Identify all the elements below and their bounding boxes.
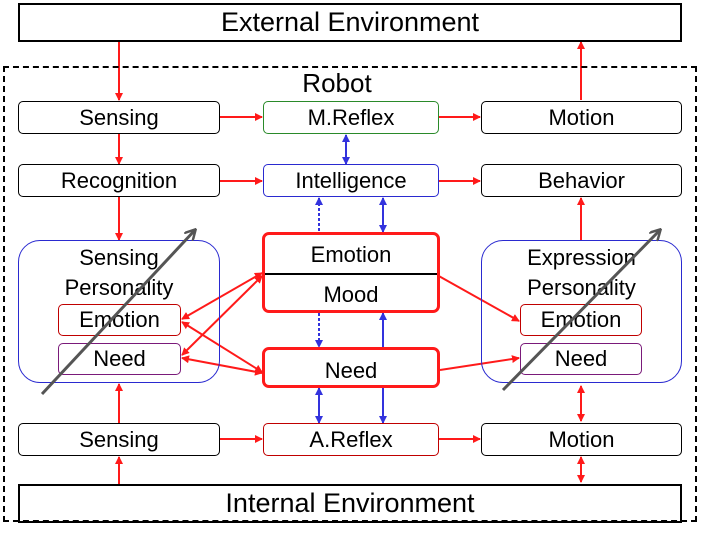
expression-personality-line1: Expression bbox=[527, 245, 636, 270]
behavior-box: Behavior bbox=[481, 164, 682, 197]
emotion-mood-box: Emotion Mood bbox=[262, 232, 440, 313]
motion-top-box: Motion bbox=[481, 101, 682, 134]
left-emotion-box: Emotion bbox=[58, 304, 181, 336]
recognition-box: Recognition bbox=[18, 164, 220, 197]
internal-environment-box: Internal Environment bbox=[18, 484, 682, 523]
left-need-box: Need bbox=[58, 343, 181, 375]
sensing-top-box: Sensing bbox=[18, 101, 220, 134]
sensing-bottom-box: Sensing bbox=[18, 423, 220, 456]
intelligence-box: Intelligence bbox=[263, 164, 439, 197]
external-environment-box: External Environment bbox=[18, 3, 682, 42]
center-need-box: Need bbox=[262, 347, 440, 388]
internal-environment-label: Internal Environment bbox=[225, 488, 475, 518]
sensing-top-label: Sensing bbox=[79, 104, 159, 130]
recognition-label: Recognition bbox=[60, 167, 178, 193]
left-need-label: Need bbox=[93, 346, 146, 371]
a-reflex-label: A.Reflex bbox=[309, 426, 393, 452]
center-need-label: Need bbox=[324, 357, 378, 383]
sensing-personality-title: Sensing Personality bbox=[18, 243, 220, 303]
sensing-personality-line2: Personality bbox=[64, 275, 174, 300]
external-environment-label: External Environment bbox=[220, 7, 480, 37]
robot-label: Robot bbox=[302, 68, 372, 98]
center-emotion-label: Emotion bbox=[310, 242, 392, 267]
right-need-box: Need bbox=[520, 343, 642, 375]
robot-boundary bbox=[3, 66, 697, 522]
m-reflex-box: M.Reflex bbox=[263, 101, 439, 134]
right-need-label: Need bbox=[554, 346, 608, 371]
behavior-label: Behavior bbox=[538, 167, 625, 193]
expression-personality-line2: Personality bbox=[527, 275, 636, 300]
m-reflex-label: M.Reflex bbox=[307, 104, 395, 130]
sensing-bottom-label: Sensing bbox=[79, 426, 159, 452]
motion-bottom-box: Motion bbox=[481, 423, 682, 456]
a-reflex-box: A.Reflex bbox=[263, 423, 439, 456]
motion-top-label: Motion bbox=[548, 104, 615, 130]
sensing-personality-line1: Sensing bbox=[79, 245, 159, 270]
mood-label: Mood bbox=[323, 282, 379, 307]
intelligence-label: Intelligence bbox=[295, 167, 407, 193]
left-emotion-label: Emotion bbox=[79, 307, 160, 332]
expression-personality-title: Expression Personality bbox=[481, 243, 682, 303]
right-emotion-label: Emotion bbox=[540, 307, 622, 332]
motion-bottom-label: Motion bbox=[548, 426, 615, 452]
right-emotion-box: Emotion bbox=[520, 304, 642, 336]
emotion-mood-divider bbox=[265, 273, 437, 275]
